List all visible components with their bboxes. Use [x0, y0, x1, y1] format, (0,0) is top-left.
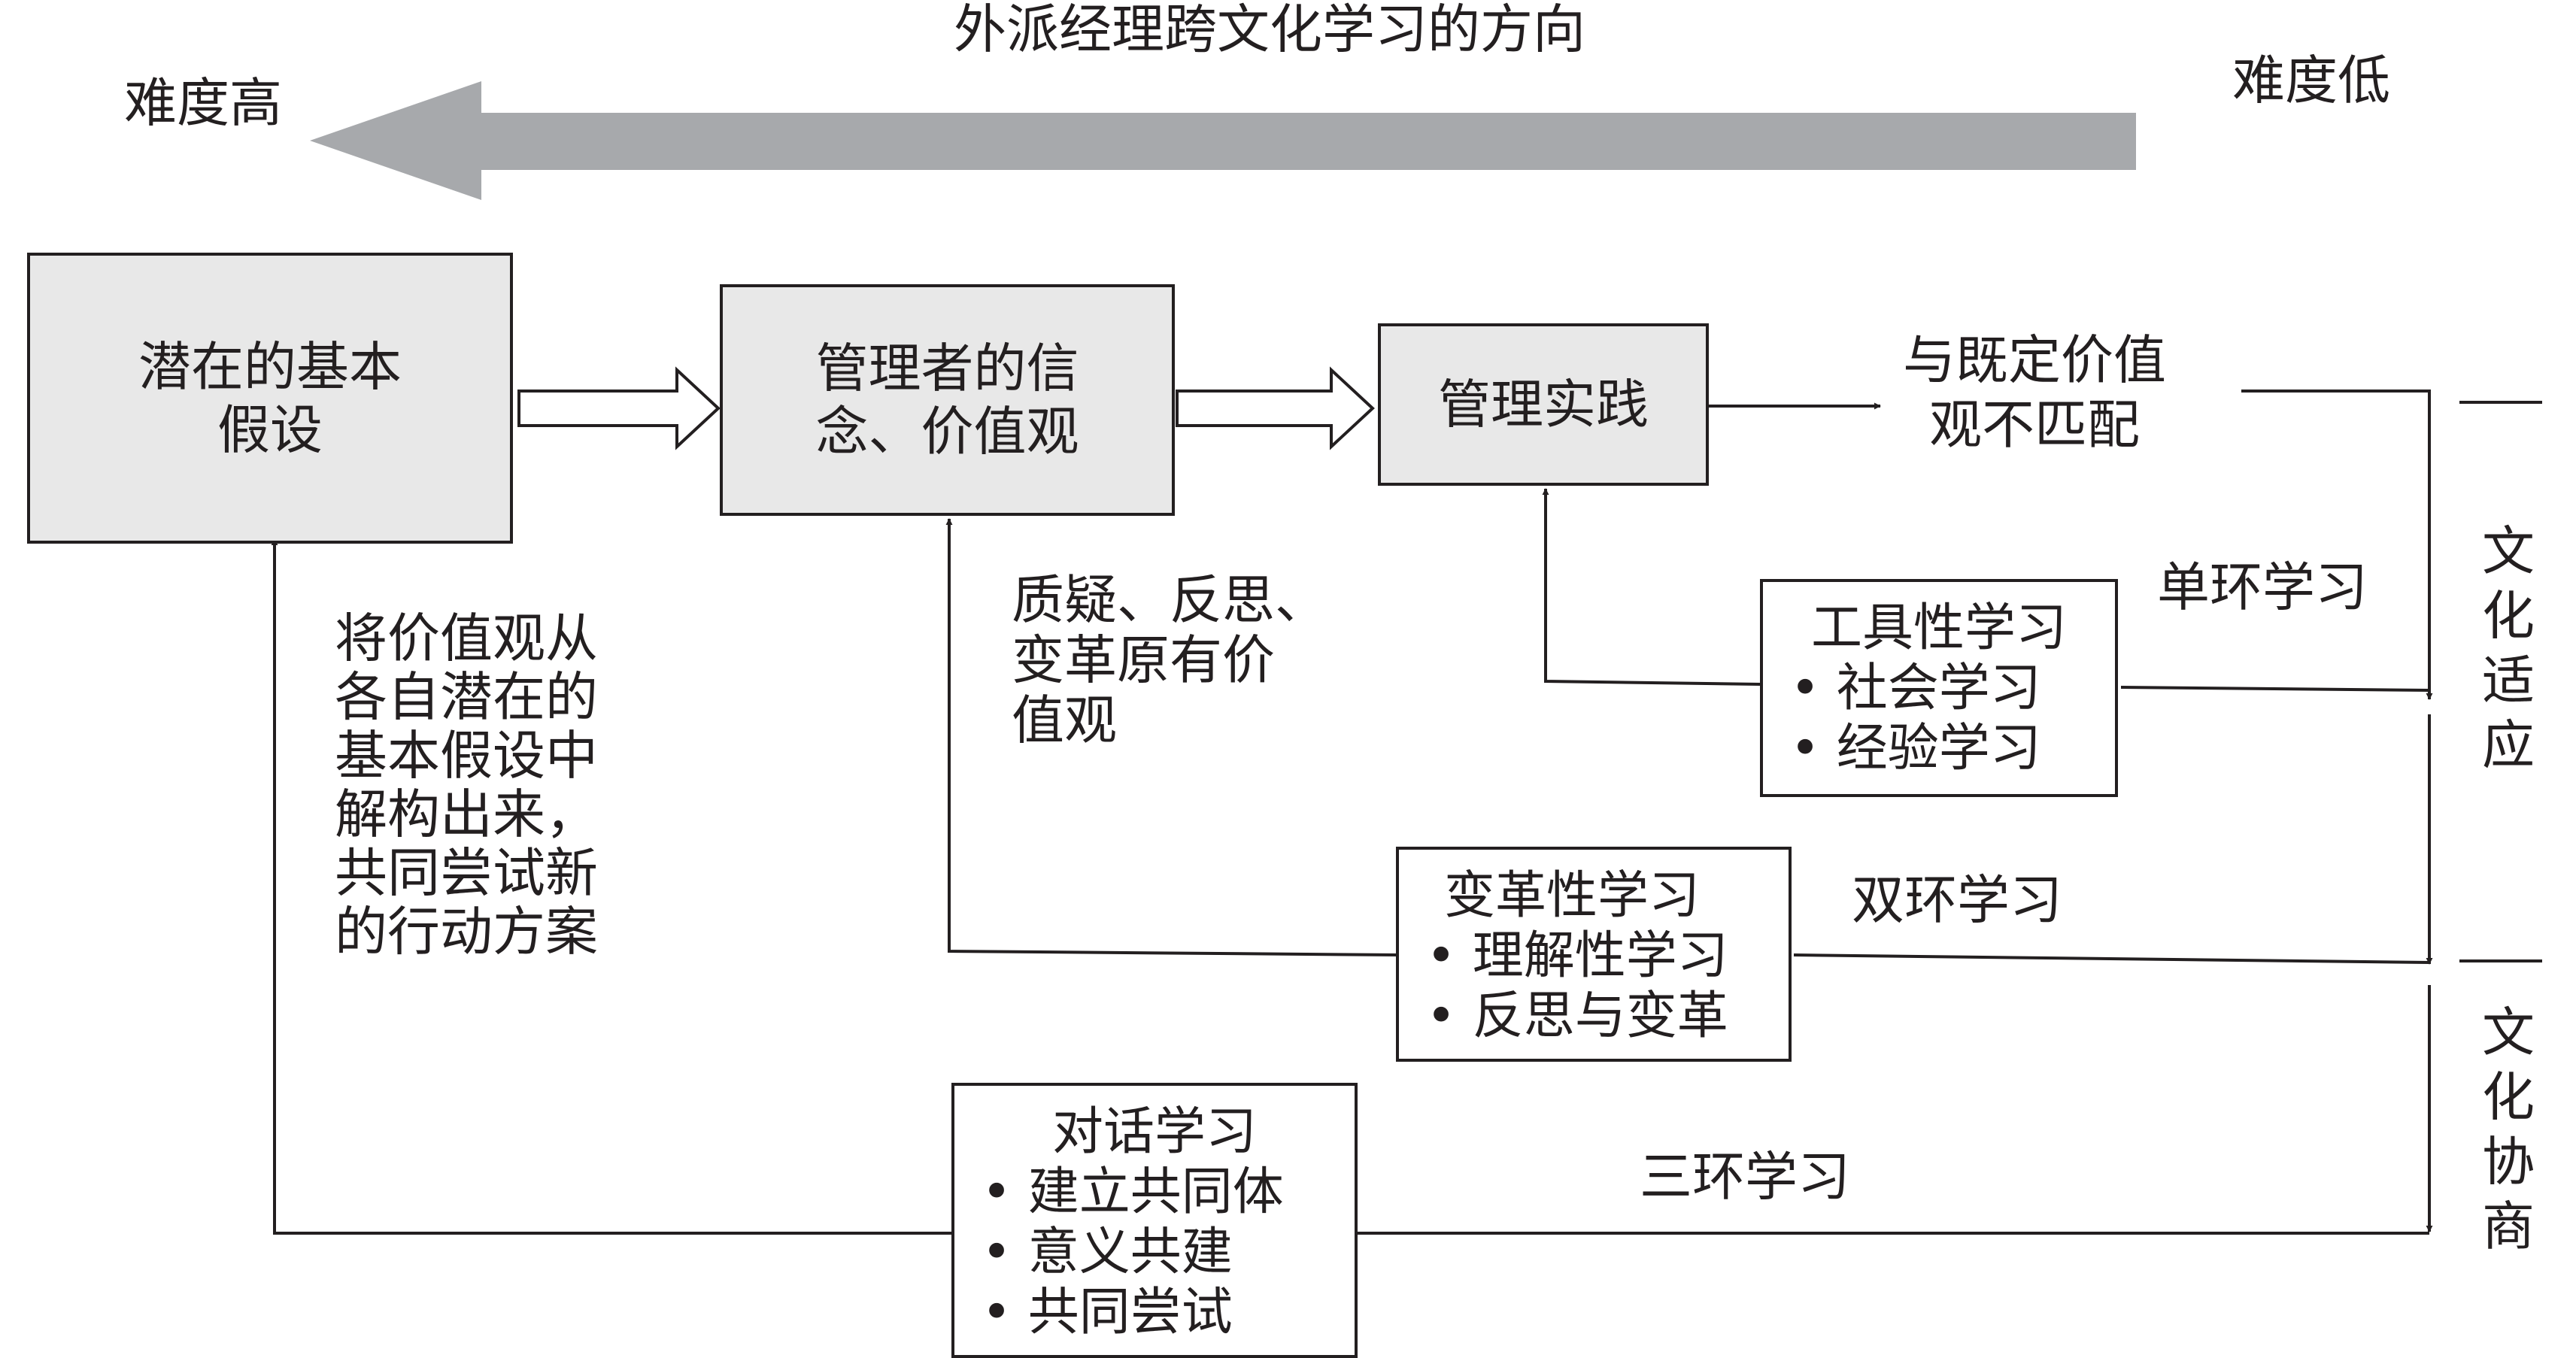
management-practice-box: 管理实践 — [1378, 323, 1709, 486]
assumptions-line-1: 潜在的基本 — [138, 335, 402, 398]
mismatch-line-1: 与既定价值 — [1903, 329, 2166, 391]
transformative-title: 变革性学习 — [1444, 866, 1701, 926]
question-line-1: 质疑、反思、 — [1012, 569, 1327, 631]
deconstruct-line-1: 将价值观从 — [335, 608, 598, 669]
beliefs-values-box: 管理者的信 念、价值观 — [720, 284, 1175, 516]
beliefs-line-1: 管理者的信 — [815, 338, 1079, 399]
dialogic-item-3-text: 共同尝试 — [1027, 1283, 1233, 1342]
cultural-adaptation-label: 文 化 适 应 — [2478, 519, 2538, 778]
dialogic-item-1: • 建立共同体 — [982, 1162, 1284, 1222]
single-loop-line — [2120, 686, 2430, 692]
hollow-arrow-2 — [1176, 366, 1375, 450]
dialogic-learning-box: 对话学习 • 建立共同体 • 意义共建 • 共同尝试 — [951, 1083, 1358, 1358]
deconstruct-line-5: 共同尝试新 — [335, 842, 598, 904]
dialogic-item-2-text: 意义共建 — [1027, 1223, 1233, 1282]
mismatch-line — [2241, 390, 2433, 700]
instrumental-item-1-text: 社会学习 — [1836, 659, 2041, 718]
practice-label: 管理实践 — [1438, 374, 1649, 435]
question-line-2: 变革原有价 — [1012, 629, 1275, 691]
deconstruct-line-6: 的行动方案 — [335, 901, 598, 962]
negotiation-char-3: 协 — [2482, 1131, 2535, 1193]
transformative-item-1-text: 理解性学习 — [1472, 926, 1728, 986]
double-loop-return — [945, 518, 1400, 956]
double-loop-line — [1793, 953, 2430, 964]
cultural-negotiation-label: 文 化 协 商 — [2478, 1000, 2538, 1259]
assumptions-line-2: 假设 — [217, 399, 323, 461]
triple-loop-return — [271, 538, 954, 1235]
adaptation-char-2: 化 — [2482, 585, 2535, 647]
basic-assumptions-box: 潜在的基本 假设 — [27, 253, 513, 544]
deconstruct-line-2: 各自潜在的 — [335, 666, 598, 728]
dialogic-item-1-text: 建立共同体 — [1027, 1162, 1284, 1222]
deconstruct-line-3: 基本假设中 — [335, 725, 598, 787]
question-note: 质疑、反思、 变革原有价 值观 — [1012, 570, 1327, 750]
instrumental-learning-box: 工具性学习 • 社会学习 • 经验学习 — [1760, 579, 2118, 797]
mismatch-text: 与既定价值 观不匹配 — [1903, 328, 2166, 457]
hollow-arrow-1 — [517, 366, 721, 450]
transformative-item-1: • 理解性学习 — [1426, 926, 1728, 986]
direction-title: 外派经理跨文化学习的方向 — [954, 0, 1585, 60]
triple-loop-label: 三环学习 — [1640, 1146, 1850, 1208]
negotiation-char-1: 文 — [2482, 1002, 2535, 1063]
difficulty-high: 难度高 — [124, 72, 282, 134]
double-loop-label: 双环学习 — [1852, 869, 2062, 931]
question-line-3: 值观 — [1012, 690, 1117, 751]
difficulty-arrow — [310, 81, 2136, 200]
adaptation-char-3: 适 — [2482, 650, 2535, 711]
dialogic-item-3: • 共同尝试 — [982, 1283, 1233, 1342]
transformative-item-2: • 反思与变革 — [1426, 987, 1728, 1046]
instrumental-item-2: • 经验学习 — [1790, 719, 2041, 778]
beliefs-line-2: 念、价值观 — [815, 401, 1079, 462]
adaptation-char-1: 文 — [2482, 520, 2535, 582]
instrumental-item-2-text: 经验学习 — [1836, 719, 2041, 778]
dialogic-item-2: • 意义共建 — [982, 1223, 1233, 1282]
adaptation-char-4: 应 — [2482, 714, 2535, 776]
dialogic-title: 对话学习 — [1051, 1102, 1257, 1162]
transformative-item-2-text: 反思与变革 — [1472, 987, 1728, 1046]
transformative-learning-box: 变革性学习 • 理解性学习 • 反思与变革 — [1396, 847, 1792, 1062]
single-loop-return — [1542, 488, 1761, 686]
negotiation-char-2: 化 — [2482, 1066, 2535, 1128]
single-loop-label: 单环学习 — [2157, 556, 2368, 618]
instrumental-item-1: • 社会学习 — [1790, 659, 2041, 718]
instrumental-title: 工具性学习 — [1810, 599, 2067, 658]
deconstruct-line-4: 解构出来， — [335, 784, 598, 845]
mismatch-line-2: 观不匹配 — [1929, 394, 2140, 456]
difficulty-low: 难度低 — [2232, 50, 2390, 111]
deconstruct-note: 将价值观从 各自潜在的 基本假设中 解构出来， 共同尝试新 的行动方案 — [335, 609, 598, 961]
negotiation-char-4: 商 — [2482, 1196, 2535, 1257]
